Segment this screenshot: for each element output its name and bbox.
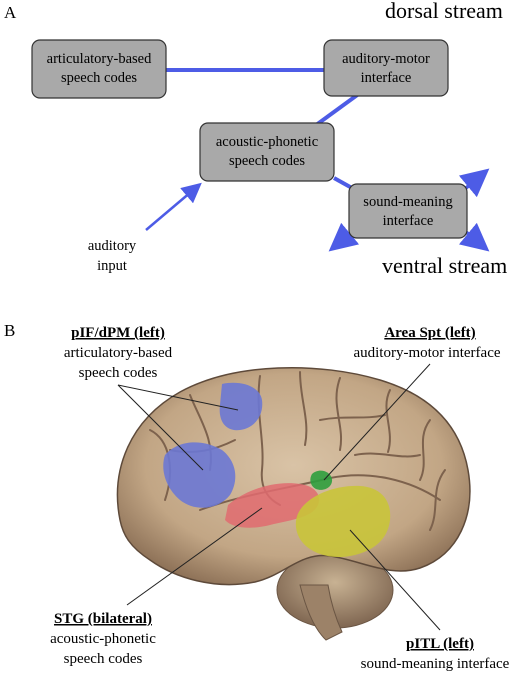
leader-pif-lower xyxy=(117,384,204,471)
ventral-arrow-up-right xyxy=(458,168,490,198)
panel-a: A dorsal stream ventral stream articulat… xyxy=(4,0,507,278)
region-pitl xyxy=(295,485,391,558)
label-pif-desc-line2: speech codes xyxy=(79,365,158,381)
ventral-arrow-down-left xyxy=(328,222,360,252)
leader-spt xyxy=(323,363,431,481)
label-stg-title: STG (bilateral) xyxy=(54,611,152,627)
connector-acoustic-sound-meaning xyxy=(333,176,353,190)
label-pitl-title: pITL (left) xyxy=(406,636,474,652)
label-pif-desc-line1: articulatory-based xyxy=(64,345,173,361)
ventral-outward-arrows xyxy=(328,168,490,252)
auditory-input-label-line1: auditory xyxy=(88,238,137,254)
box-sound-meaning-line1: sound-meaning xyxy=(363,194,452,210)
box-auditory-motor-line2: interface xyxy=(361,70,412,86)
box-auditory-motor-line1: auditory-motor xyxy=(342,51,430,67)
stream-connectors xyxy=(166,68,362,190)
brainstem xyxy=(299,584,343,641)
label-pif: pIF/dPM (left) articulatory-based speech… xyxy=(64,325,173,381)
box-auditory-motor: auditory-motor interface xyxy=(323,39,449,97)
label-spt-title: Area Spt (left) xyxy=(384,325,475,341)
label-spt: Area Spt (left) auditory-motor interface xyxy=(353,325,500,361)
panel-a-letter: A xyxy=(4,3,17,22)
region-stg xyxy=(225,483,320,528)
dorsal-stream-label: dorsal stream xyxy=(385,0,503,23)
label-stg-desc-line2: speech codes xyxy=(64,651,143,667)
panel-b-letter: B xyxy=(4,321,15,340)
region-pif-dorsal xyxy=(219,382,263,431)
leader-pitl xyxy=(349,529,441,631)
box-sound-meaning: sound-meaning interface xyxy=(348,183,468,239)
box-acoustic-line1: acoustic-phonetic xyxy=(216,134,318,150)
panel-b: B xyxy=(4,321,510,672)
label-spt-desc: auditory-motor interface xyxy=(353,345,500,361)
label-pitl-desc: sound-meaning interface xyxy=(361,656,510,672)
auditory-input-label-line2: input xyxy=(97,258,127,274)
ventral-arrow-down-right xyxy=(458,222,490,252)
connector-auditory-motor-acoustic xyxy=(310,91,362,130)
auditory-input-arrow xyxy=(145,182,202,231)
label-stg-desc-line1: acoustic-phonetic xyxy=(50,631,156,647)
ventral-stream-label: ventral stream xyxy=(382,253,507,278)
box-articulatory-line2: speech codes xyxy=(61,70,137,86)
label-stg: STG (bilateral) acoustic-phonetic speech… xyxy=(50,611,156,667)
region-pif-ventral xyxy=(163,442,236,508)
label-pif-title: pIF/dPM (left) xyxy=(71,325,165,341)
leader-stg xyxy=(126,507,263,606)
label-pitl: pITL (left) sound-meaning interface xyxy=(361,636,510,672)
box-acoustic-phonetic: acoustic-phonetic speech codes xyxy=(199,122,335,182)
region-spt xyxy=(310,470,333,490)
leader-lines xyxy=(117,363,441,631)
box-sound-meaning-line2: interface xyxy=(383,213,434,229)
brain-illustration xyxy=(116,367,471,641)
box-acoustic-line2: speech codes xyxy=(229,153,305,169)
box-articulatory-line1: articulatory-based xyxy=(47,51,152,67)
leader-pif-upper xyxy=(117,384,239,411)
box-articulatory: articulatory-based speech codes xyxy=(31,39,167,99)
